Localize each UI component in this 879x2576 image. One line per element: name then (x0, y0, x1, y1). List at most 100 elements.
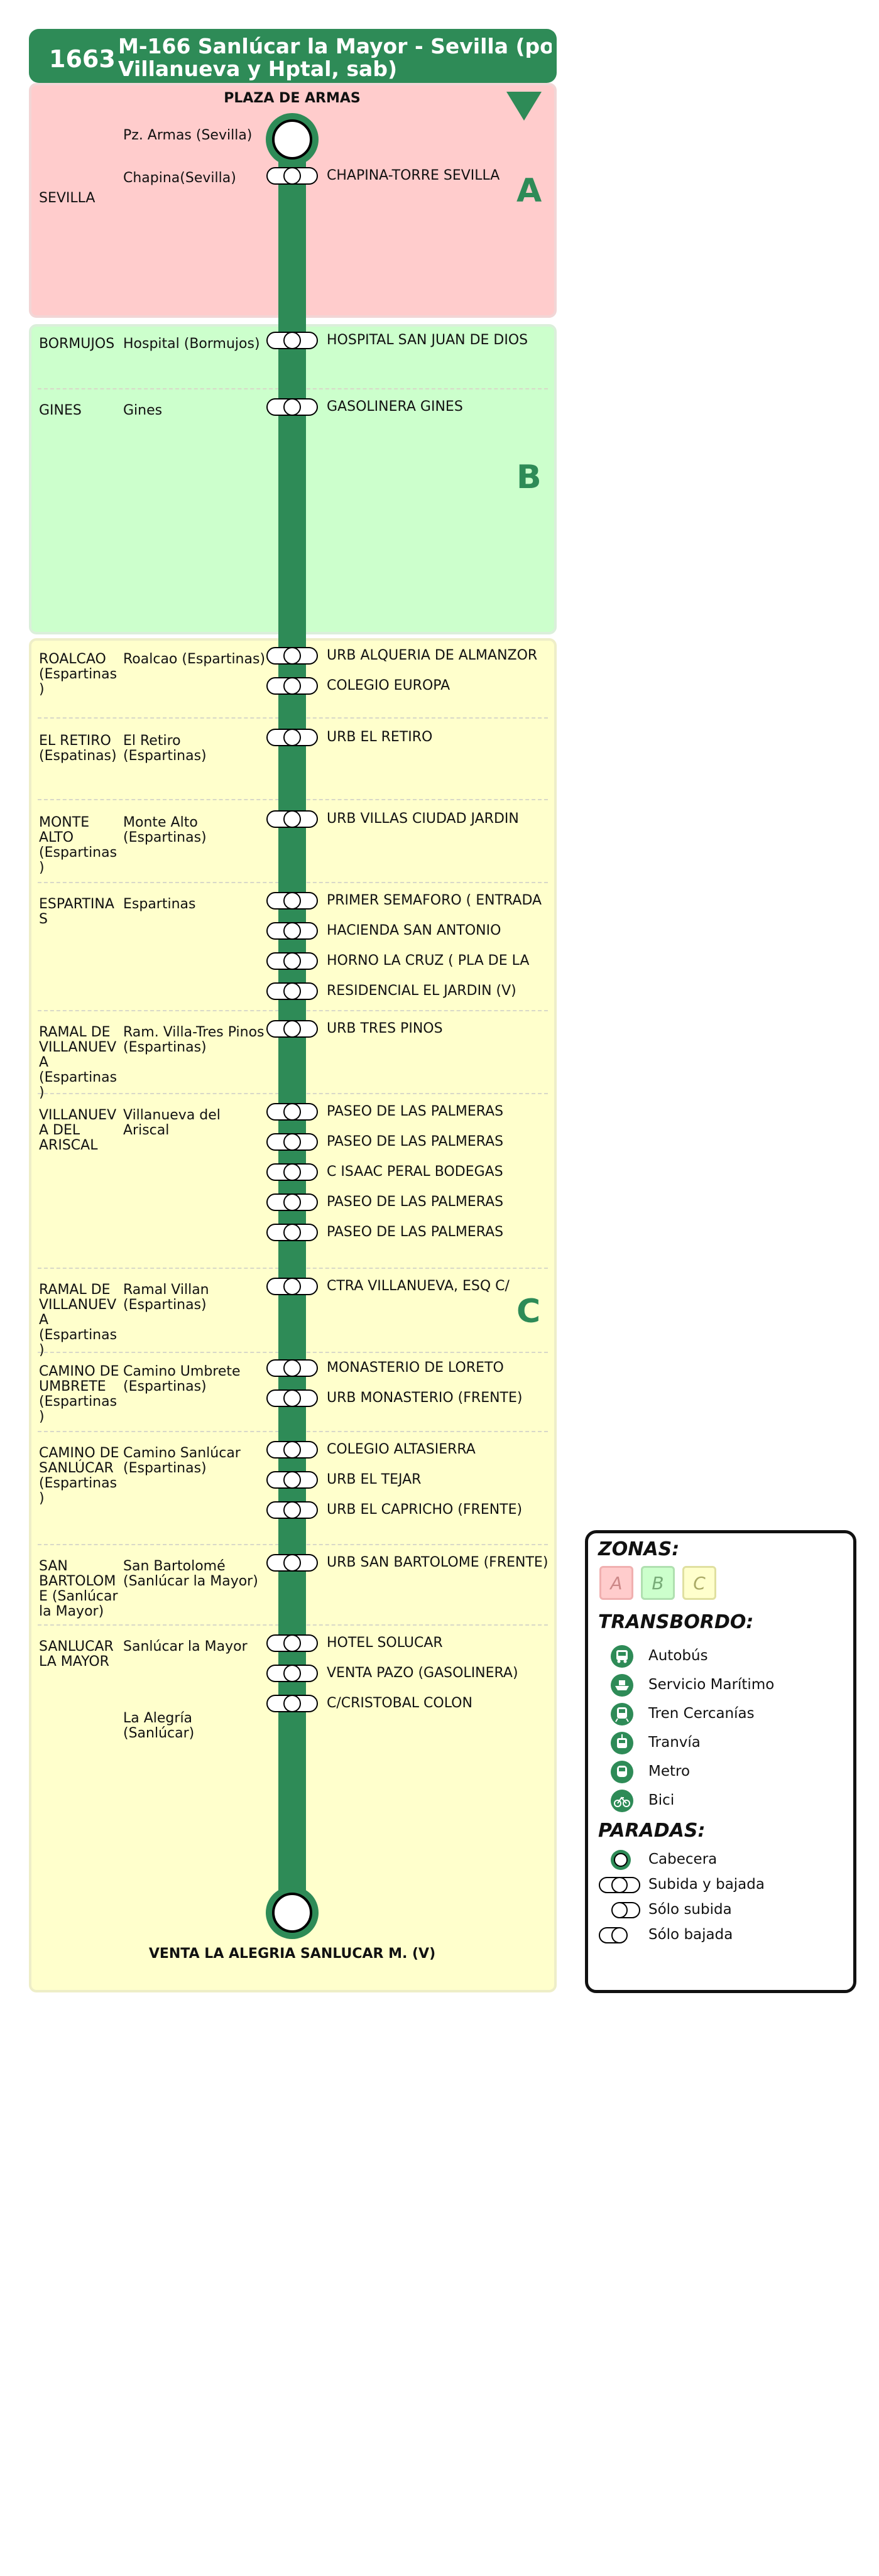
stop-marker (266, 1441, 318, 1459)
stop-marker (266, 1634, 318, 1652)
stop-marker (266, 810, 318, 828)
legend-stop-type-label: Sólo bajada (648, 1927, 733, 1943)
stop-name: COLEGIO EUROPA (327, 678, 450, 693)
stop-name: HOSPITAL SAN JUAN DE DIOS (327, 333, 528, 348)
legend-transfer-title: TRANSBORDO: (598, 1611, 754, 1633)
place-label: Gines (123, 403, 163, 418)
stop-name: PASEO DE LAS PALMERAS (327, 1134, 504, 1149)
both-stop-symbol (599, 1877, 640, 1893)
place-label: Camino Umbrete (Espartinas) (123, 1364, 241, 1394)
terminus-start-label: PLAZA DE ARMAS (224, 90, 361, 106)
stop-name: MONASTERIO DE LORETO (327, 1361, 504, 1376)
route-title-line1: M-166 Sanlúcar la Mayor - Sevilla (por (118, 35, 552, 58)
place-label: Pz. Armas (Sevilla) (123, 128, 253, 143)
stop-marker (266, 952, 318, 970)
terminus-end-marker-inner (272, 1893, 312, 1933)
stop-name: URB EL TEJAR (327, 1472, 422, 1487)
terminus-end-label: VENTA LA ALEGRIA SANLUCAR M. (V) (148, 1946, 436, 1962)
place-label: Ram. Villa-Tres Pinos (Espartinas) (123, 1024, 265, 1055)
stop-name: HACIENDA SAN ANTONIO (327, 923, 501, 938)
place-label: Espartinas (123, 896, 196, 912)
stop-marker (266, 1278, 318, 1295)
stop-marker (266, 1389, 318, 1407)
legend-transfer-label: Bici (648, 1792, 675, 1808)
train-icon (611, 1703, 633, 1725)
stop-name: CTRA VILLANUEVA, ESQ C/ (327, 1279, 510, 1294)
legend-stop-type-label: Cabecera (648, 1851, 718, 1867)
legend-stops-title: PARADAS: (598, 1820, 706, 1842)
legend-zone-c: C (682, 1566, 716, 1600)
route-line (266, 113, 319, 1939)
place-label: Villanueva del Ariscal (123, 1107, 221, 1138)
legend-zones-title: ZONAS: (598, 1538, 680, 1560)
bike-icon (611, 1790, 633, 1812)
legend-transfer-label: Metro (648, 1763, 691, 1780)
municipality-label: VILLANUEV A DEL ARISCAL (39, 1107, 117, 1153)
stop-name: URB EL CAPRICHO (FRENTE) (327, 1503, 523, 1518)
stop-name: COLEGIO ALTASIERRA (327, 1442, 476, 1457)
stop-marker (266, 167, 318, 185)
stop-name: URB MONASTERIO (FRENTE) (327, 1391, 523, 1406)
municipality-label: RAMAL DE VILLANUEV A (Espartinas ) (39, 1282, 117, 1358)
municipality-label: RAMAL DE VILLANUEV A (Espartinas ) (39, 1024, 117, 1101)
municipality-label: ESPARTINA S (39, 896, 114, 927)
municipality-label: CAMINO DE SANLÚCAR (Espartinas ) (39, 1445, 119, 1506)
stop-name: URB SAN BARTOLOME (FRENTE) (327, 1555, 549, 1570)
stop-marker (266, 1163, 318, 1181)
stop-name: PASEO DE LAS PALMERAS (327, 1195, 504, 1210)
boarding-only-stop-symbol (611, 1902, 640, 1918)
place-label: Monte Alto (Espartinas) (123, 815, 207, 845)
legend-transfer-label: Tren Cercanías (648, 1705, 755, 1722)
stop-marker (266, 1359, 318, 1377)
stop-name: GASOLINERA GINES (327, 399, 463, 415)
legend-zone-a: A (599, 1566, 633, 1600)
municipality-label: ROALCAO (Espartinas ) (39, 651, 117, 697)
stop-marker (266, 1554, 318, 1572)
legend-transfer-label: Servicio Marítimo (648, 1677, 775, 1693)
stop-name: RESIDENCIAL EL JARDIN (V) (327, 984, 516, 999)
stop-marker (266, 982, 318, 1000)
place-label: Chapina(Sevilla) (123, 170, 236, 186)
stop-name: C/CRISTOBAL COLON (327, 1696, 472, 1711)
municipality-label: BORMUJOS (39, 336, 115, 352)
legend-stop-type-label: Sólo subida (648, 1901, 732, 1918)
municipality-label: GINES (39, 403, 82, 418)
terminus-stop-symbol (611, 1850, 631, 1870)
route-title: M-166 Sanlúcar la Mayor - Sevilla (por V… (118, 35, 552, 80)
legend-stop-type-label: Subida y bajada (648, 1876, 765, 1893)
alighting-only-stop-symbol (599, 1927, 628, 1943)
municipality-label: MONTE ALTO (Espartinas ) (39, 815, 117, 876)
stop-name: CHAPINA-TORRE SEVILLA (327, 168, 500, 183)
municipality-label: SAN BARTOLOM E (Sanlúcar la Mayor) (39, 1558, 118, 1619)
stop-marker (266, 1020, 318, 1038)
stop-name: PASEO DE LAS PALMERAS (327, 1104, 504, 1119)
stop-name: C ISAAC PERAL BODEGAS (327, 1165, 503, 1180)
municipality-label: SANLUCAR LA MAYOR (39, 1639, 114, 1670)
route-diagram: 1663 M-166 Sanlúcar la Mayor - Sevilla (… (29, 29, 856, 1993)
legend-transfer-label: Tranvía (648, 1734, 701, 1751)
stop-marker (266, 647, 318, 665)
stop-name: HORNO LA CRUZ ( PLA DE LA (327, 954, 530, 969)
stop-marker (266, 892, 318, 910)
stop-marker (266, 1103, 318, 1121)
municipality-label: EL RETIRO (Espatinas) (39, 733, 117, 764)
stop-marker (266, 922, 318, 940)
stop-name: VENTA PAZO (GASOLINERA) (327, 1666, 518, 1681)
tram-icon (611, 1732, 633, 1754)
bus-icon (611, 1645, 633, 1668)
stop-marker (266, 332, 318, 349)
legend: ZONAS: A B C TRANSBORDO: Autobús Servici… (585, 1530, 856, 1993)
place-label: San Bartolomé (Sanlúcar la Mayor) (123, 1558, 258, 1589)
place-label: Roalcao (Espartinas) (123, 651, 266, 667)
stop-marker (266, 1665, 318, 1682)
municipality-label: SEVILLA (39, 190, 96, 206)
stop-name: PRIMER SEMAFORO ( ENTRADA (327, 893, 542, 908)
zone-a-letter: A (516, 172, 542, 210)
legend-zone-b: B (641, 1566, 675, 1600)
stop-name: URB ALQUERIA DE ALMANZOR (327, 648, 538, 663)
place-label: Ramal Villan (Espartinas) (123, 1282, 209, 1313)
place-label: Sanlúcar la Mayor (123, 1639, 248, 1655)
legend-transfer-label: Autobús (648, 1648, 708, 1664)
zone-b-letter: B (516, 459, 542, 496)
place-label: Camino Sanlúcar (Espartinas) (123, 1445, 241, 1476)
